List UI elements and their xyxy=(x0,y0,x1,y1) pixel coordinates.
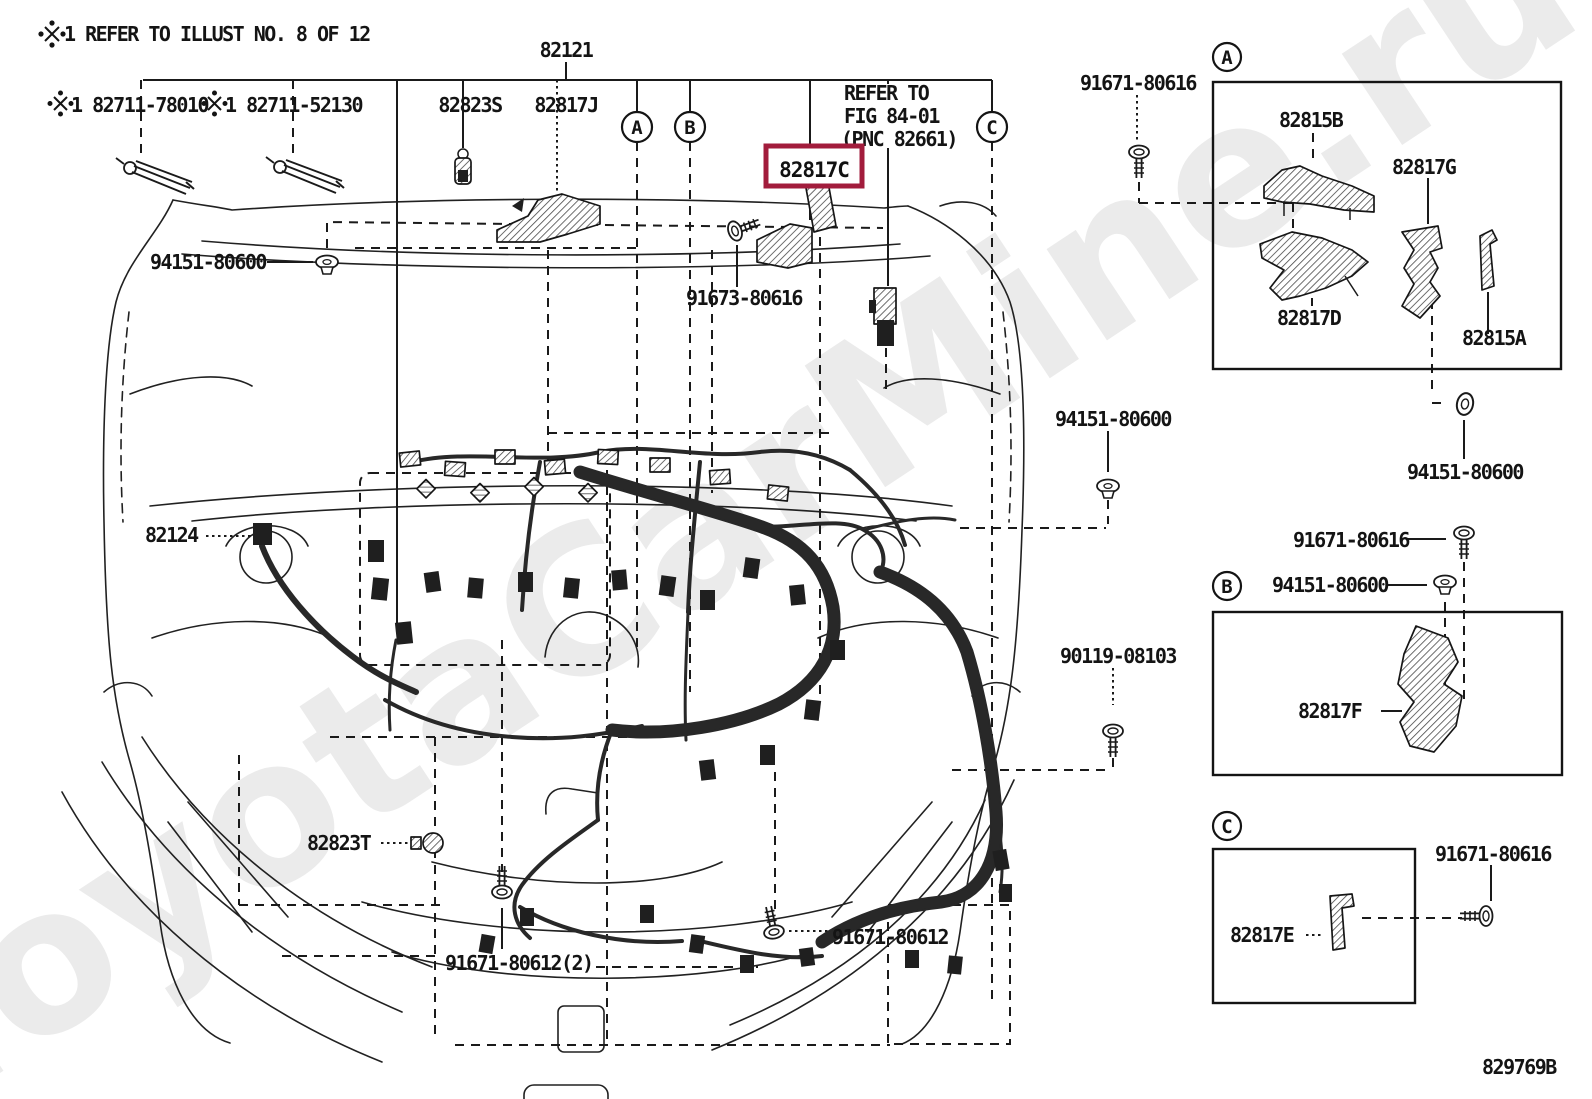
part-label-90119-08103[interactable]: 90119-08103 xyxy=(1060,644,1178,668)
marker-a: A xyxy=(631,117,643,139)
reference-mark-icon xyxy=(201,90,228,117)
part-label-91673-80616[interactable]: 91673-80616 xyxy=(686,286,804,310)
part-label-94151-80600-left[interactable]: 94151-80600 xyxy=(150,250,268,274)
grommet-icon xyxy=(1433,574,1457,595)
part-label-91671-80612[interactable]: 91671-80612 xyxy=(832,925,950,949)
part-labels: 1 REFER TO ILLUST NO. 8 OF 12 82121 1 82… xyxy=(38,20,1559,1079)
part-label-94151-80600-b[interactable]: 94151-80600 xyxy=(1272,573,1390,597)
harness-connectors xyxy=(368,448,1012,975)
part-label-82815a[interactable]: 82815A xyxy=(1462,326,1528,350)
header-note: 1 REFER TO ILLUST NO. 8 OF 12 xyxy=(64,22,370,46)
refer-note-line1: REFER TO xyxy=(844,81,930,105)
connector-91673-part xyxy=(869,287,897,346)
detail-box-c xyxy=(1211,847,1417,1005)
part-label-82817f[interactable]: 82817F xyxy=(1298,699,1363,723)
screw-icon xyxy=(724,211,764,244)
marker-b-detail: B xyxy=(1221,576,1232,598)
detail-box-b xyxy=(1211,610,1564,777)
strip-82815a-part xyxy=(1479,229,1498,291)
part-label-82711-78010[interactable]: 1 82711-78010 xyxy=(71,93,210,117)
reference-mark-icon xyxy=(47,90,74,117)
part-label-91671-80616-mid[interactable]: 91671-80616 xyxy=(1293,528,1411,552)
figure-code: 829769B xyxy=(1482,1055,1557,1079)
part-label-82815b[interactable]: 82815B xyxy=(1279,108,1345,132)
part-label-82124[interactable]: 82124 xyxy=(145,523,201,547)
bracket-82817c-part xyxy=(756,181,837,269)
connector-82124-part xyxy=(253,523,272,545)
part-label-82817g[interactable]: 82817G xyxy=(1392,155,1458,179)
part-label-82817c-highlighted[interactable]: 82817C xyxy=(779,158,850,182)
part-label-82823s[interactable]: 82823S xyxy=(438,93,503,117)
marker-b: B xyxy=(684,117,695,139)
part-label-91671-80616-top[interactable]: 91671-80616 xyxy=(1080,71,1198,95)
wiring-harness-artwork xyxy=(259,446,1012,975)
part-label-94151-80600-below-a[interactable]: 94151-80600 xyxy=(1407,460,1525,484)
highlighted-part-box[interactable] xyxy=(763,143,865,189)
bracket-82817f-part xyxy=(1397,625,1463,753)
screw-icon xyxy=(491,865,513,900)
screw-icon xyxy=(1102,723,1124,758)
view-markers: A B C A B C xyxy=(620,41,1243,842)
screw-icon xyxy=(1453,525,1475,560)
part-label-91671-80612-x2[interactable]: 91671-80612(2) xyxy=(445,951,594,975)
marker-a-detail: A xyxy=(1221,47,1233,69)
part-label-82817d[interactable]: 82817D xyxy=(1277,306,1343,330)
screw-icon xyxy=(757,903,787,942)
grommet-icon xyxy=(315,254,339,275)
clip-82823s-icon xyxy=(454,148,472,185)
clip-82823t-icon xyxy=(410,832,444,854)
duct-82815b-part xyxy=(1263,165,1375,213)
marker-c-detail: C xyxy=(1221,816,1232,838)
ring-grommet-icon xyxy=(1455,392,1475,416)
refer-note-line2: FIG 84-01 xyxy=(844,104,940,128)
tie-wrap-clamp-icon xyxy=(265,156,345,194)
part-label-82121[interactable]: 82121 xyxy=(540,38,596,62)
part-label-91671-80616-c[interactable]: 91671-80616 xyxy=(1435,842,1553,866)
part-label-82817e[interactable]: 82817E xyxy=(1230,923,1295,947)
bracket-82817e-part xyxy=(1329,893,1355,951)
callout-part-icons xyxy=(115,144,1498,951)
detail-box-a xyxy=(1211,80,1563,371)
grommet-icon xyxy=(1096,478,1120,499)
bracket-82817g-part xyxy=(1401,225,1443,319)
part-label-94151-80600-mid[interactable]: 94151-80600 xyxy=(1055,407,1173,431)
leader-and-guide-lines xyxy=(140,62,1492,1046)
marker-c: C xyxy=(986,117,997,139)
part-label-82817j[interactable]: 82817J xyxy=(534,93,599,117)
detail-view-boxes xyxy=(1211,80,1564,1005)
bracket-82817d-part xyxy=(1259,231,1369,301)
bracket-82817j-part xyxy=(496,193,601,243)
part-label-82711-52130[interactable]: 1 82711-52130 xyxy=(225,93,364,117)
tie-wrap-clamp-icon xyxy=(115,157,195,195)
reference-mark-icon xyxy=(38,20,66,48)
part-label-82823t[interactable]: 82823T xyxy=(307,831,373,855)
screw-icon xyxy=(1459,905,1494,927)
